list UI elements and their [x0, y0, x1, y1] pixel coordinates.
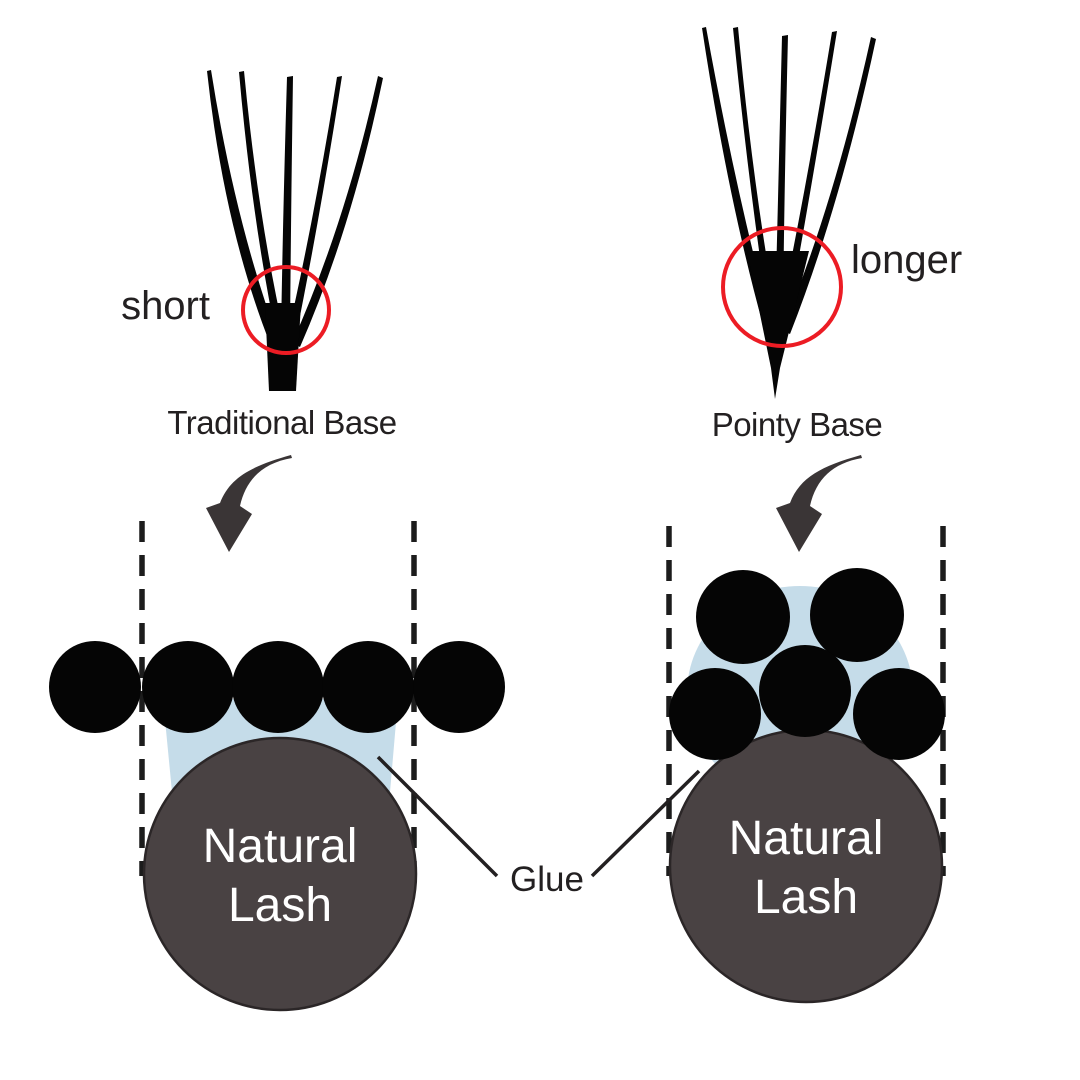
longer-tip-label: longer	[851, 238, 963, 282]
extension-circle	[696, 570, 790, 664]
natural-lash-circle-left	[142, 736, 418, 1012]
extension-circle	[322, 641, 414, 733]
pointy-base-label: Pointy Base	[711, 406, 883, 443]
extension-circle	[669, 668, 761, 760]
extension-circle	[810, 568, 904, 662]
glue-pointer-line-left	[376, 755, 499, 878]
traditional-base-shape	[265, 303, 301, 391]
extension-circle	[853, 668, 945, 760]
curved-arrow-down-icon	[776, 455, 862, 552]
natural-lash-line1: Natural	[202, 820, 358, 873]
lash-strand	[287, 76, 342, 341]
extension-circles-right	[669, 568, 945, 760]
lash-strand	[733, 27, 778, 326]
highlight-circle-short-base	[241, 265, 331, 355]
extension-circle	[759, 645, 851, 737]
pointy-base-shape	[747, 251, 809, 399]
glue-pointer-line-right	[590, 769, 701, 878]
lash-fan-pointy	[702, 27, 876, 399]
natural-lash-line1: Natural	[728, 812, 884, 865]
natural-lash-line2: Lash	[227, 879, 333, 932]
natural-lash-label-right: Natural Lash	[670, 809, 942, 927]
lash-strand	[292, 76, 383, 347]
extension-circles-left	[49, 641, 505, 733]
lash-strand	[239, 71, 285, 340]
extension-circle	[49, 641, 141, 733]
lash-strand	[702, 27, 773, 332]
natural-lash-label-left: Natural Lash	[144, 817, 416, 935]
lash-strand	[775, 35, 788, 320]
lash-fan-traditional	[207, 70, 383, 391]
highlight-circle-long-base	[721, 226, 843, 348]
curved-arrow-down-icon	[206, 455, 292, 552]
lash-strand	[782, 37, 876, 334]
extension-circle	[413, 641, 505, 733]
lash-strand	[207, 70, 279, 346]
extension-circle	[142, 641, 234, 733]
lash-strand	[281, 76, 293, 335]
traditional-base-label: Traditional Base	[167, 404, 397, 441]
glue-label: Glue	[510, 860, 584, 899]
short-tip-label: short	[121, 284, 210, 328]
extension-circle	[232, 641, 324, 733]
natural-lash-line2: Lash	[753, 871, 859, 924]
